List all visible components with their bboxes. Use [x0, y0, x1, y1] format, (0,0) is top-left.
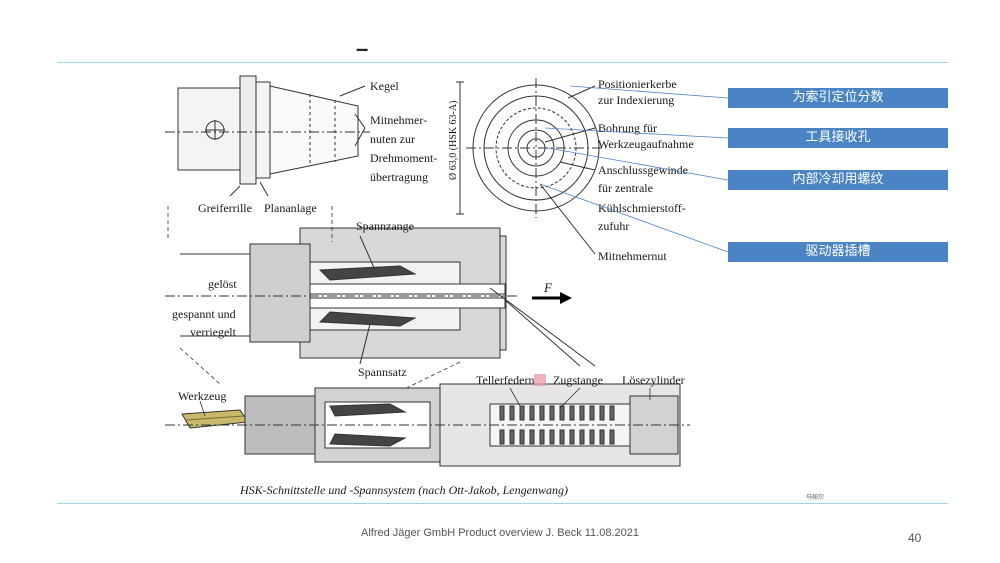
label-zugstange: Zugstange: [553, 373, 603, 387]
label-anschluss-line2: für zentrale: [598, 181, 653, 195]
label-kegel: Kegel: [370, 79, 399, 93]
label-mitnehmer-line3: Drehmoment-: [370, 151, 437, 165]
hsk-technical-drawing: Kegel Mitnehmer- nuten zur Drehmoment- ü…: [165, 75, 694, 497]
label-gespannt-line1: gespannt und: [172, 307, 236, 321]
hsk-shank-side-view: [165, 75, 370, 197]
top-divider: [57, 62, 948, 63]
label-anschluss-line1: Anschlussgewinde: [598, 163, 688, 177]
clamping-section: [165, 227, 596, 367]
label-force: F: [543, 280, 553, 295]
label-mitnehmer-line2: nuten zur: [370, 132, 415, 146]
disc-spring-stack: [499, 405, 615, 445]
label-positionierkerbe-line1: Positionierkerbe: [598, 77, 677, 91]
label-diameter: Ø 63,0 (HSK 63-A): [448, 101, 459, 180]
spindle-leader-lines: [199, 387, 651, 417]
page-number: 40: [908, 531, 922, 545]
label-gespannt-line2: verriegelt: [190, 325, 237, 339]
label-plananlage: Plananlage: [264, 201, 317, 215]
highlight-mark: [534, 374, 546, 386]
tiny-note: 马帕尔: [806, 494, 825, 501]
label-mitnehmer-line1: Mitnehmer-: [370, 113, 427, 127]
label-positionierkerbe-line2: zur Indexierung: [598, 93, 674, 107]
label-bohrung-line2: Werkzeugaufnahme: [598, 137, 694, 151]
label-mitnehmer-line4: übertragung: [370, 170, 428, 184]
label-spannsatz: Spannsatz: [358, 365, 407, 379]
label-anschluss-line3: Kühlschmierstoff-: [598, 201, 686, 215]
label-mitnehmernut: Mitnehmernut: [598, 249, 667, 263]
slide-title: –: [356, 36, 369, 61]
label-geloest: gelöst: [208, 277, 237, 291]
spindle-assembly: [165, 383, 690, 467]
annotation-tool-hole: 工具接收孔: [728, 128, 948, 148]
label-tellerfedern: Tellerfedern: [476, 373, 534, 387]
label-spannzange: Spannzange: [356, 219, 414, 233]
annotation-coolant-thread: 内部冷却用螺纹: [728, 170, 948, 190]
label-bohrung-line1: Bohrung für: [598, 121, 657, 135]
label-loesezylinder: Lösezylinder: [622, 373, 685, 387]
force-arrow: [532, 292, 572, 304]
annotation-driver-slot: 驱动器插槽: [728, 242, 948, 262]
diagram-caption: HSK-Schnittstelle und -Spannsystem (nach…: [239, 483, 568, 497]
slide-footer: Alfred Jäger GmbH Product overview J. Be…: [361, 527, 639, 539]
label-greiferrille: Greiferrille: [198, 201, 252, 215]
label-werkzeug: Werkzeug: [178, 389, 226, 403]
label-anschluss-line4: zufuhr: [598, 219, 629, 233]
annotation-index-notch: 为索引定位分数: [728, 88, 948, 108]
bottom-divider: [57, 503, 948, 504]
